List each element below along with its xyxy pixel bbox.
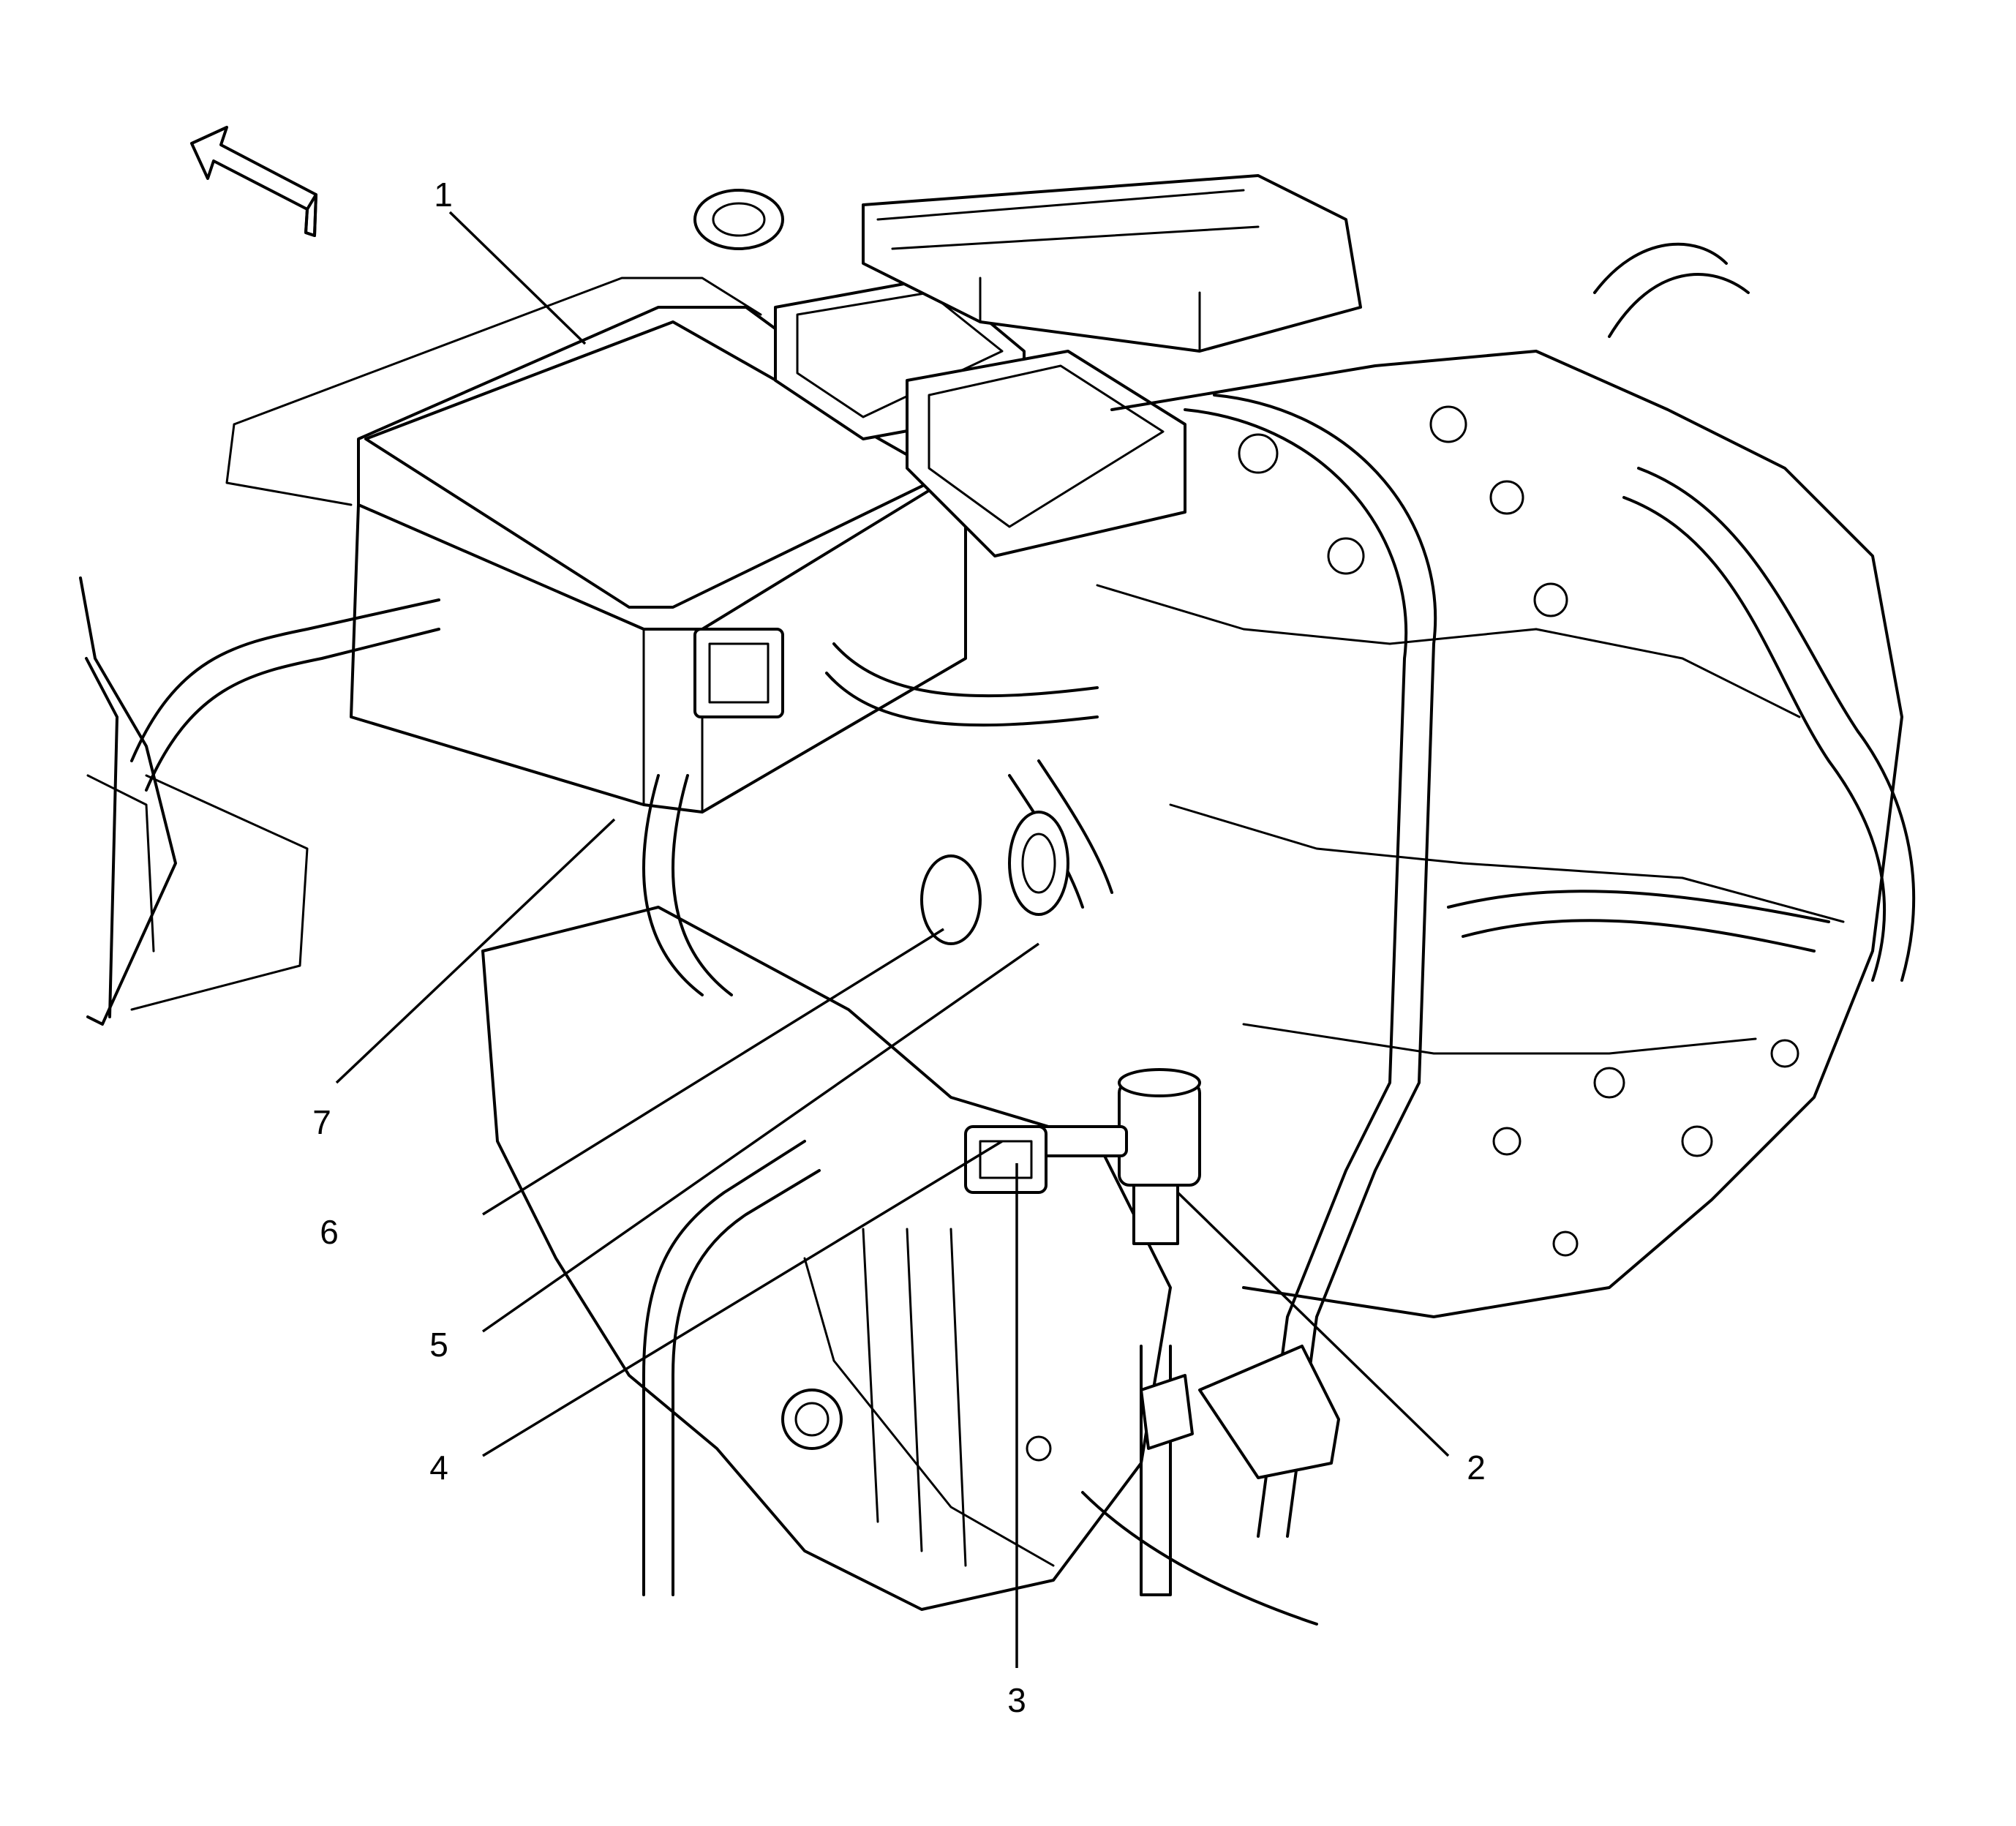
callout-2: 2 — [1467, 1449, 1486, 1487]
callout-3: 3 — [1007, 1681, 1026, 1719]
callout-1: 1 — [434, 176, 453, 214]
junction-box — [693, 174, 1362, 557]
callout-5: 5 — [429, 1326, 448, 1364]
callout-labels: 1 2 3 4 5 6 7 — [312, 176, 1486, 1719]
engine-block — [1096, 350, 1903, 1318]
callout-7: 7 — [312, 1103, 331, 1141]
transmission-case — [481, 906, 1172, 1611]
leader-lines — [335, 211, 1450, 1668]
hose-fittings — [920, 811, 1069, 945]
solenoid-connector — [964, 1125, 1048, 1194]
left-housing — [79, 576, 309, 1026]
callout-6: 6 — [320, 1213, 339, 1251]
callout-4: 4 — [429, 1449, 448, 1487]
bracket — [1140, 1345, 1340, 1479]
hoses — [130, 242, 1916, 1626]
forward-arrow-icon — [190, 126, 317, 237]
purge-pump — [1023, 1068, 1201, 1245]
